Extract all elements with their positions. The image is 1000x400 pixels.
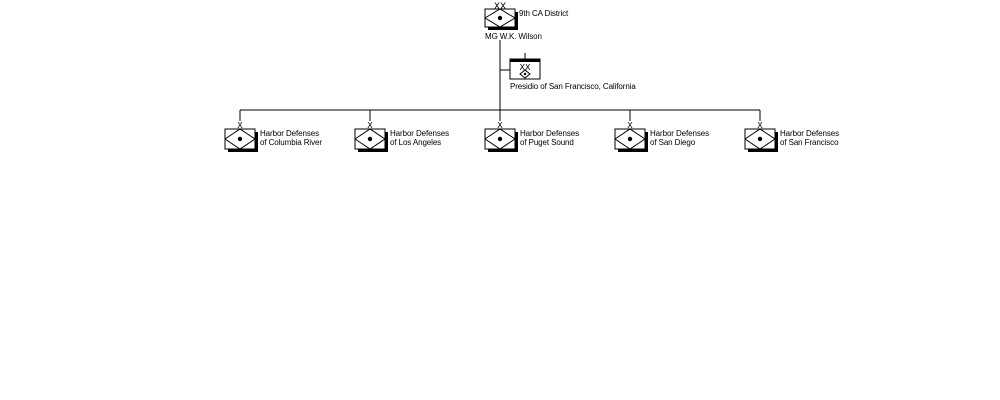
subordinate-unit-symbol: X [484,110,518,152]
presidio-name-label: Presidio of San Francisco, California [510,82,636,91]
sub-label-line1: Harbor Defenses [390,129,449,138]
sub-label-san-diego: Harbor Defenses of San Diego [650,129,709,147]
hq-name-label: 9th CA District [519,9,569,18]
subordinate-echelon-mark: X [237,121,243,130]
hq-unit-symbol: XX [484,2,518,30]
sub-label-line1: Harbor Defenses [520,129,579,138]
sub-label-line2: of Los Angeles [390,138,442,147]
subordinate-echelon-mark: X [497,121,503,130]
hq-commander-label: MG W.K. Wilson [485,32,542,41]
sub-label-columbia-river: Harbor Defenses of Columbia River [260,129,322,147]
sub-label-line2: of Columbia River [260,138,322,147]
sub-label-san-francisco: Harbor Defenses of San Francisco [780,129,839,147]
sub-label-line2: of Puget Sound [520,138,574,147]
sub-label-puget-sound: Harbor Defenses of Puget Sound [520,129,579,147]
sub-label-line1: Harbor Defenses [780,129,839,138]
subordinate-echelon-mark: X [367,121,373,130]
hq-echelon-mark: XX [494,2,506,12]
sub-label-line2: of San Diego [650,138,696,147]
subordinate-unit-symbol: X [224,110,258,152]
subordinate-unit-symbol: X [614,110,648,152]
subordinate-unit-symbol: X [354,110,388,152]
presidio-unit-symbol: XX [500,53,541,80]
sub-label-line1: Harbor Defenses [650,129,709,138]
sub-label-los-angeles: Harbor Defenses of Los Angeles [390,129,449,147]
subordinate-echelon-mark: X [757,121,763,130]
sub-label-line1: Harbor Defenses [260,129,319,138]
sub-label-line2: of San Francisco [780,138,839,147]
subordinate-echelon-mark: X [627,121,633,130]
subordinate-unit-symbol: X [744,110,778,152]
presidio-echelon-mark: XX [520,63,531,72]
